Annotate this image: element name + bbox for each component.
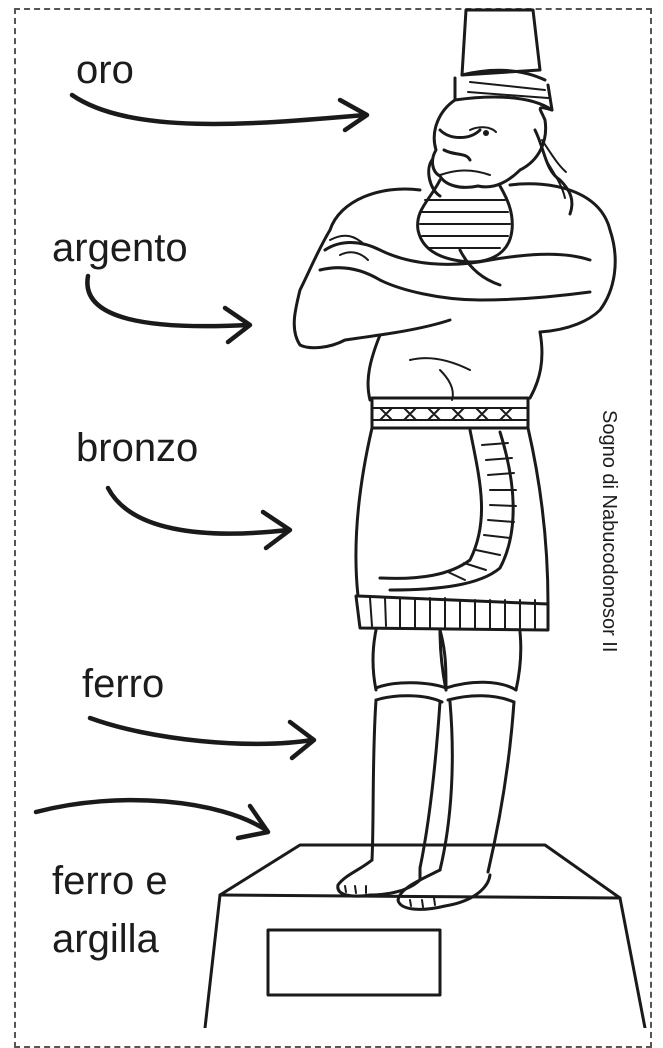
arrow-icon-argento	[85, 273, 253, 345]
statue-hat	[453, 8, 554, 112]
statue-feet	[336, 858, 492, 911]
label-ferro: ferro	[82, 662, 165, 706]
arrow-icon-oro	[69, 92, 370, 133]
vertical-caption: Sogno di Nabucodonosor II	[598, 410, 620, 653]
statue-skirt	[354, 426, 550, 632]
arrow-icon-bronzo	[105, 485, 293, 551]
label-argento: argento	[52, 226, 188, 270]
statue-belt	[370, 396, 530, 430]
arrow-icon-ferro-argilla	[33, 797, 271, 841]
label-bronzo: bronzo	[76, 426, 199, 470]
statue-torso	[292, 182, 617, 402]
statue-legs	[370, 628, 523, 874]
statue-pedestal	[203, 843, 647, 1028]
arrow-icon-ferro	[87, 715, 317, 761]
statue-head	[416, 98, 574, 264]
label-oro: oro	[76, 48, 134, 92]
label-ferro-e-argilla: ferro e argilla	[52, 859, 168, 961]
